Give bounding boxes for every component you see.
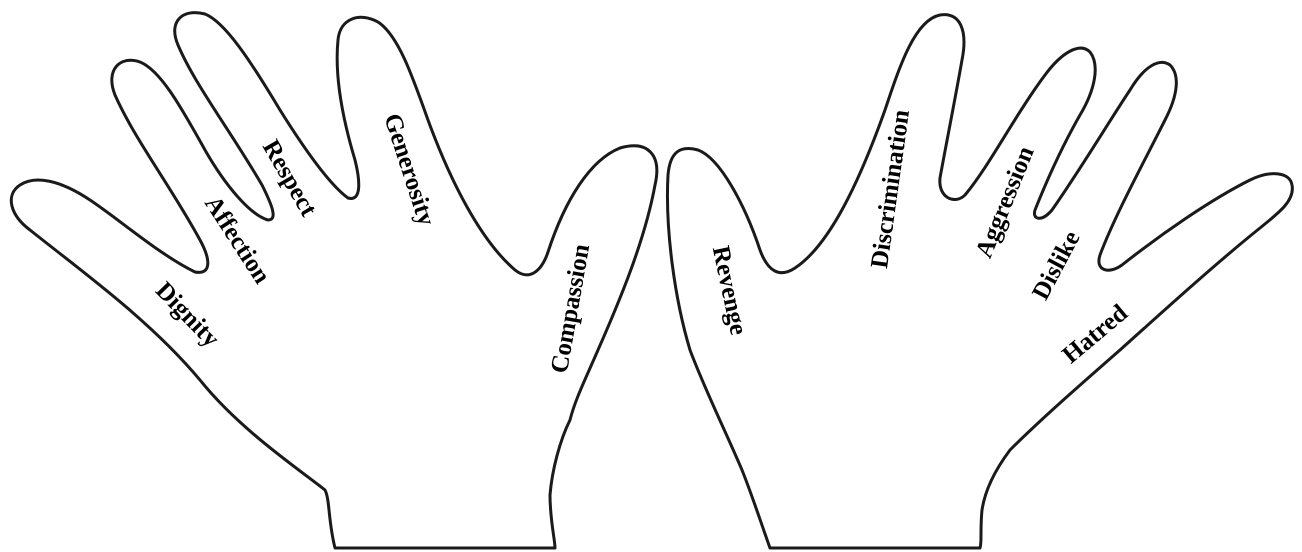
- left-hand: Compassion Generosity Respect Affection …: [11, 13, 657, 548]
- left-hand-outline: [11, 13, 657, 548]
- right-hand-outline: [667, 15, 1292, 548]
- right-hand: Revenge Discrimination Aggression Dislik…: [667, 15, 1292, 548]
